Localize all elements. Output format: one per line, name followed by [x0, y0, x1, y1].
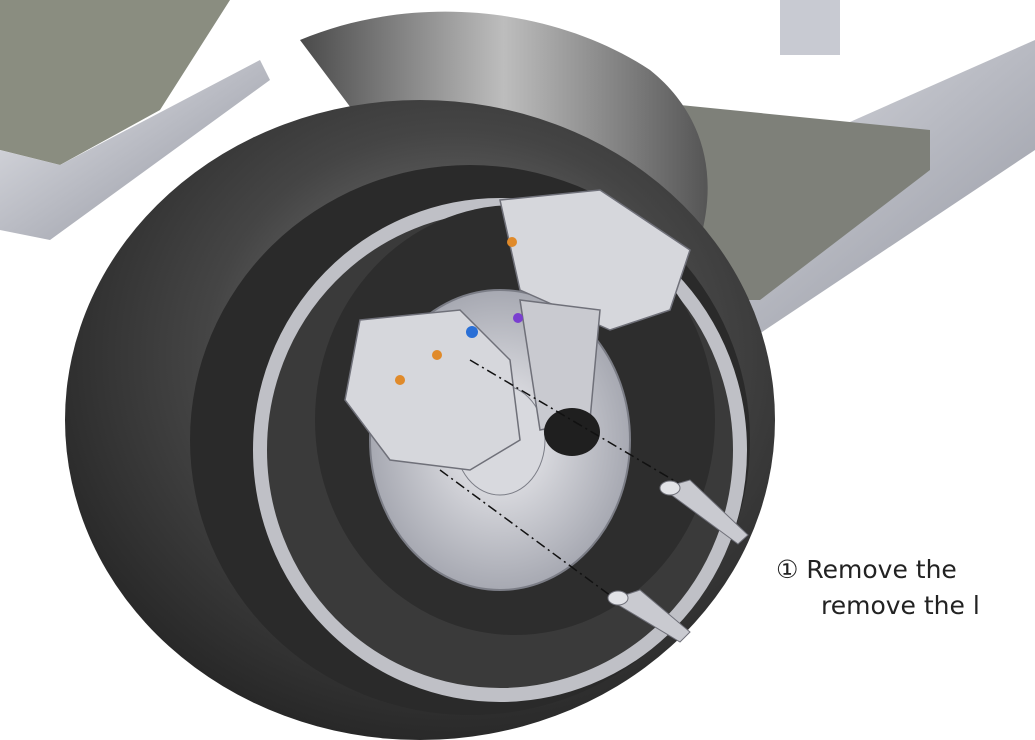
purple-marker	[513, 313, 523, 323]
axle-nut	[544, 408, 600, 456]
step-marker: ①	[776, 555, 799, 584]
alignment-line-upper	[469, 359, 691, 491]
blue-marker	[466, 326, 478, 338]
orange-marker-2	[395, 375, 405, 385]
upper-mount-bracket	[780, 0, 840, 55]
upper-caliper	[499, 189, 691, 331]
instruction-caption: ① Remove the remove the l	[776, 552, 1035, 625]
instruction-line-2: remove the l	[821, 591, 980, 621]
bolt-lower	[607, 589, 691, 643]
instruction-line-1: Remove the	[806, 555, 957, 584]
lower-caliper	[344, 309, 521, 471]
bolt-upper	[659, 479, 749, 545]
left-frame-rail	[0, 60, 270, 240]
orange-marker-3	[507, 237, 517, 247]
deck-plate	[0, 0, 230, 165]
orange-marker	[432, 350, 442, 360]
